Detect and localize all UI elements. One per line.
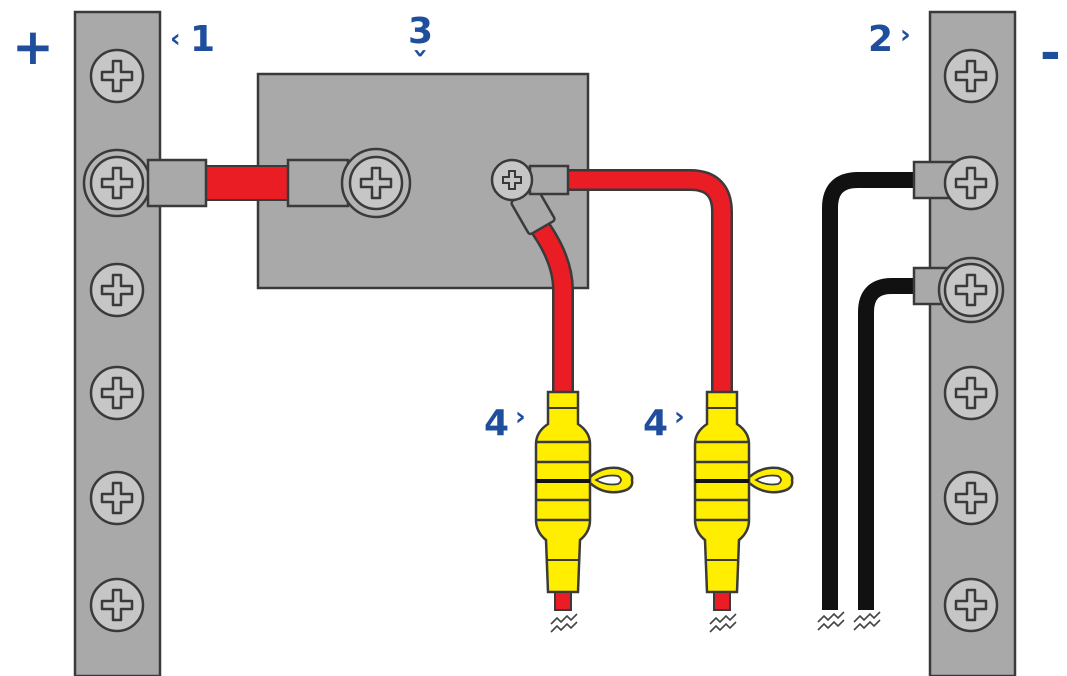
wire-cut-icon	[550, 613, 578, 633]
callout-3-label: 3	[408, 11, 434, 52]
link-lug-right	[286, 158, 350, 208]
ring-terminal-upper	[528, 164, 570, 196]
screw-icon	[89, 577, 145, 633]
wire-cut-icon	[709, 613, 737, 633]
screw-icon	[943, 155, 999, 211]
callout-2-label: 2	[868, 19, 894, 60]
minus-sign: -	[1040, 24, 1061, 82]
fused-wire-1	[529, 216, 572, 395]
screw-icon	[89, 365, 145, 421]
inline-fuse-holder-2	[693, 390, 794, 611]
positive-link-wire	[199, 165, 297, 201]
screw-icon	[502, 170, 522, 190]
inline-fuse-holder-1	[534, 390, 634, 611]
wire-cut-icon	[817, 611, 845, 631]
callout-4b-label: 4	[643, 403, 669, 444]
screw-icon	[943, 577, 999, 633]
wire-cut-icon	[853, 611, 881, 631]
screw-icon	[943, 365, 999, 421]
negative-wire-1	[822, 172, 920, 610]
screw-icon	[89, 262, 145, 318]
callout-4a-arrow: ›	[515, 402, 526, 432]
negative-busbar	[928, 10, 1017, 676]
screw-icon	[943, 470, 999, 526]
positive-busbar	[73, 10, 162, 676]
callout-4b-arrow: ›	[674, 402, 685, 432]
screw-icon	[348, 155, 404, 211]
fused-wire-2	[545, 171, 731, 395]
callout-1-arrow: ‹	[170, 24, 181, 54]
screw-icon	[89, 48, 145, 104]
callout-4a-label: 4	[484, 403, 510, 444]
screw-icon	[943, 262, 999, 318]
plus-sign: +	[12, 18, 54, 76]
callout-2-arrow: ›	[900, 20, 911, 50]
screw-icon	[89, 155, 145, 211]
callout-1-label: 1	[190, 19, 216, 60]
screw-icon	[943, 48, 999, 104]
screw-icon	[89, 470, 145, 526]
block-small-stud	[490, 158, 534, 202]
negative-wire-2	[858, 278, 920, 610]
link-lug-left	[146, 158, 208, 208]
